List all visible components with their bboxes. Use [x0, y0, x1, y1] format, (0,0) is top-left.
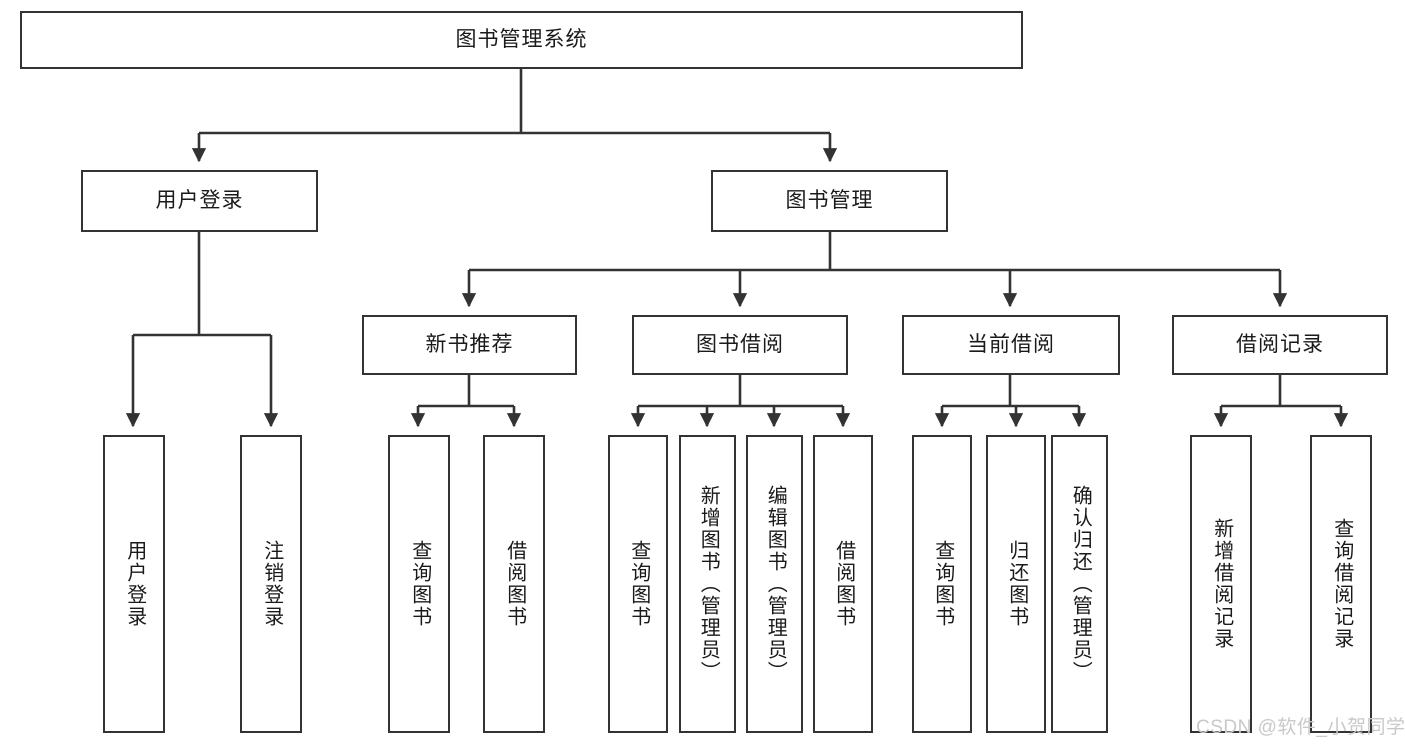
- leaf-node[interactable]: 查询图书: [608, 435, 668, 733]
- leaf-node[interactable]: 归还图书: [986, 435, 1046, 733]
- leaf-label: 查询图书: [627, 540, 650, 628]
- leaf-node[interactable]: 借阅图书: [813, 435, 873, 733]
- csdn-watermark: CSDN @软件_小贺同学: [1196, 717, 1405, 738]
- leaf-node[interactable]: 用户登录: [103, 435, 165, 733]
- leaf-label: 查询图书: [931, 540, 954, 628]
- leaf-label: 新增图书（管理员）: [697, 485, 720, 683]
- leaf-label: 查询图书: [408, 540, 431, 628]
- leaf-node[interactable]: 确认归还（管理员）: [1051, 435, 1108, 733]
- leaf-label: 编辑图书（管理员）: [764, 485, 787, 683]
- node-book-borrow[interactable]: 图书借阅: [632, 315, 848, 375]
- node-book-management[interactable]: 图书管理: [711, 170, 948, 232]
- leaf-node[interactable]: 新增图书（管理员）: [679, 435, 736, 733]
- leaf-node[interactable]: 注销登录: [240, 435, 302, 733]
- leaf-label: 新增借阅记录: [1210, 518, 1233, 650]
- leaf-node[interactable]: 查询借阅记录: [1310, 435, 1372, 733]
- node-current-borrow[interactable]: 当前借阅: [902, 315, 1120, 375]
- node-borrow-records[interactable]: 借阅记录: [1172, 315, 1388, 375]
- leaf-label: 归还图书: [1005, 540, 1028, 628]
- node-user-login[interactable]: 用户登录: [81, 170, 318, 232]
- leaf-label: 查询借阅记录: [1330, 518, 1353, 650]
- leaf-node[interactable]: 查询图书: [912, 435, 972, 733]
- leaf-label: 借阅图书: [832, 540, 855, 628]
- leaf-node[interactable]: 借阅图书: [483, 435, 545, 733]
- node-new-book-recommend[interactable]: 新书推荐: [362, 315, 577, 375]
- leaf-node[interactable]: 查询图书: [388, 435, 450, 733]
- leaf-label: 确认归还（管理员）: [1069, 485, 1092, 683]
- leaf-label: 注销登录: [260, 540, 283, 628]
- leaf-label: 借阅图书: [503, 540, 526, 628]
- leaf-label: 用户登录: [123, 540, 146, 628]
- node-root[interactable]: 图书管理系统: [20, 11, 1023, 69]
- leaf-node[interactable]: 编辑图书（管理员）: [746, 435, 803, 733]
- leaf-node[interactable]: 新增借阅记录: [1190, 435, 1252, 733]
